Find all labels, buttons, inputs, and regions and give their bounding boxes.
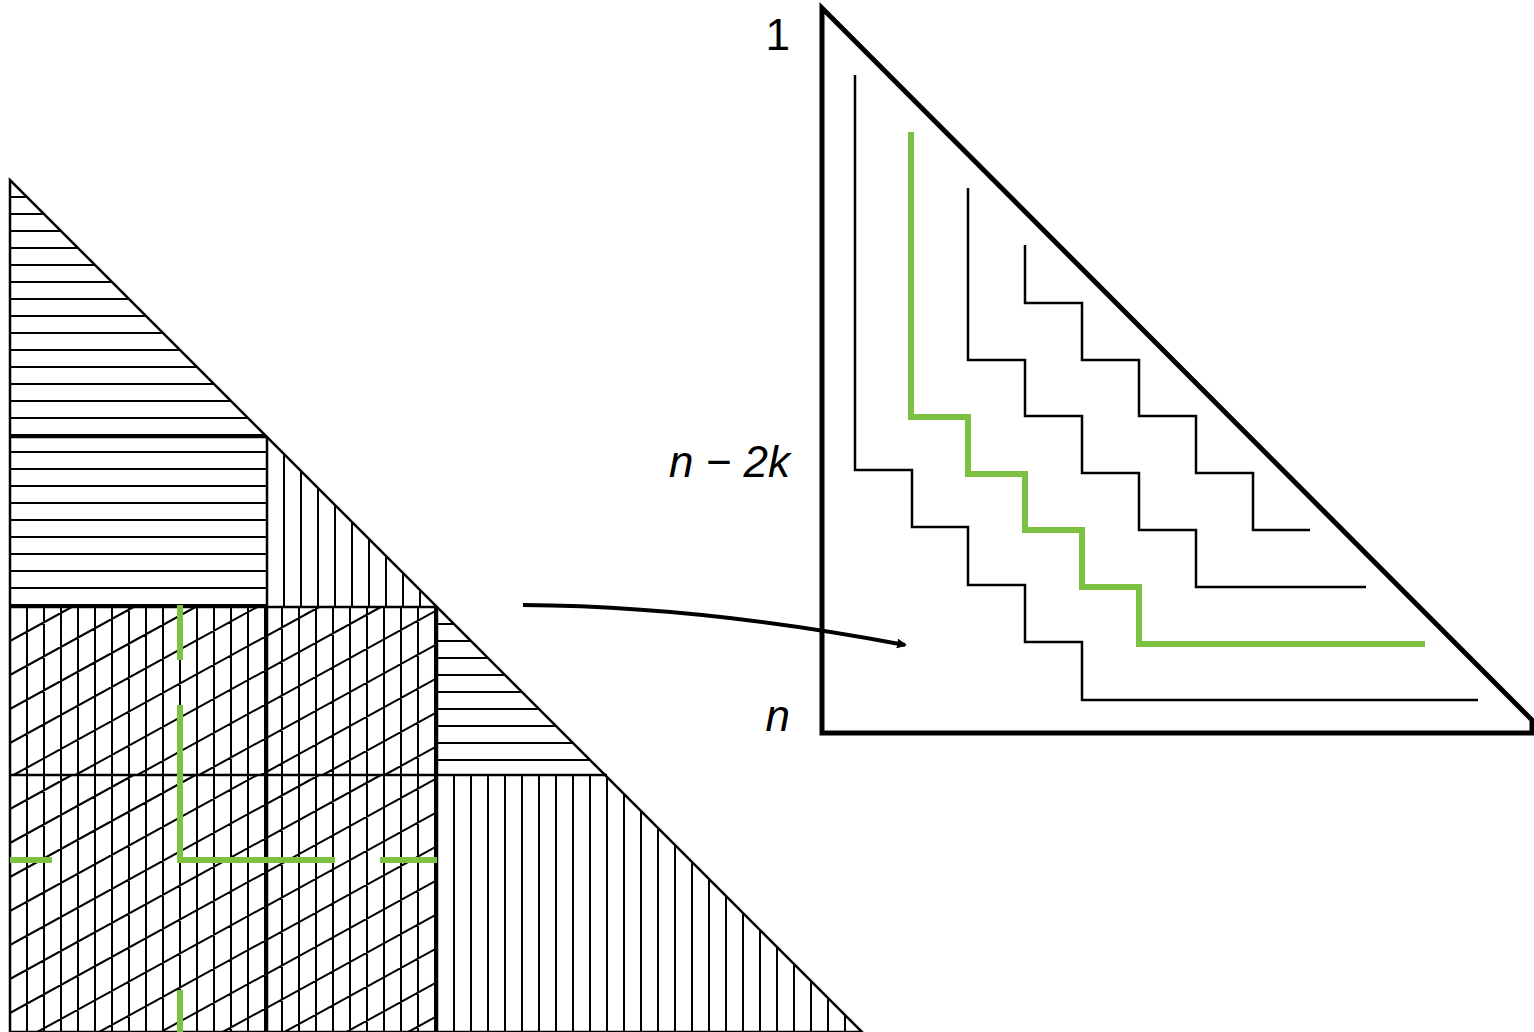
green-path bbox=[10, 605, 437, 1032]
zoom-triangle bbox=[822, 8, 1532, 733]
map-arrow bbox=[523, 605, 905, 645]
axis-label: n bbox=[766, 694, 790, 738]
axis-label: n − 2k bbox=[669, 440, 790, 484]
axis-label: 1 bbox=[766, 13, 790, 57]
hatch-lines bbox=[10, 197, 845, 1032]
hatch-path bbox=[10, 197, 845, 1032]
region-borders bbox=[10, 180, 862, 1032]
